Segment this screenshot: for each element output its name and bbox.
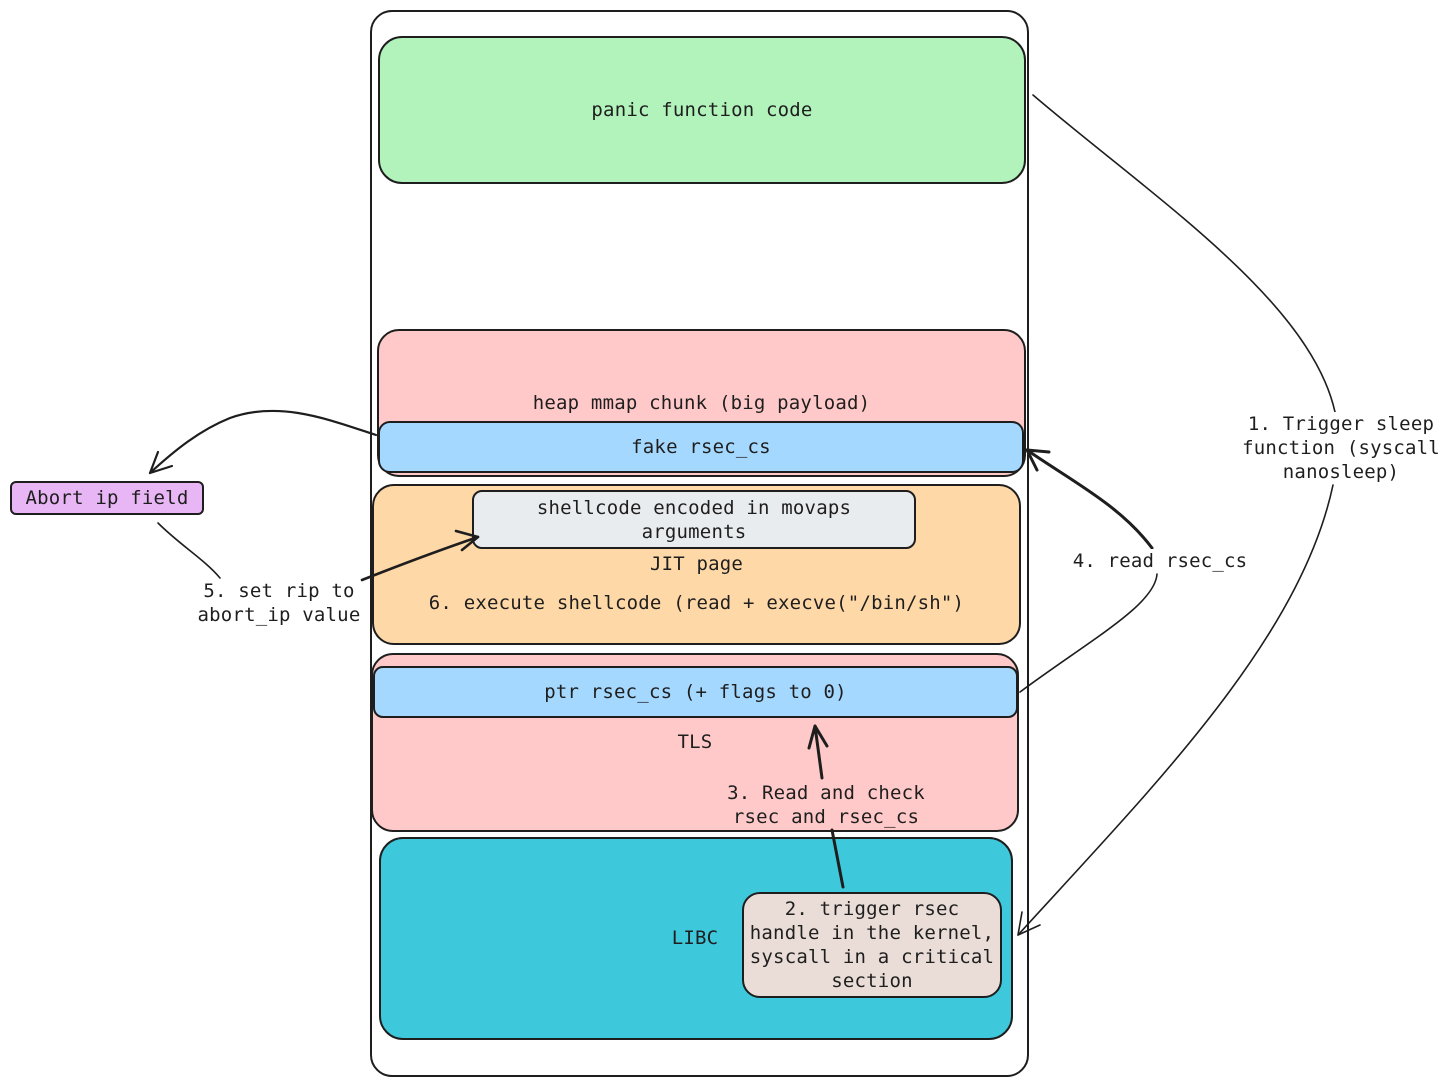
arrowhead-read-rsec-cs	[1025, 448, 1051, 472]
arrow-set-rip-upper	[157, 522, 221, 579]
shellcode-label: shellcode encoded in movaps arguments	[536, 497, 852, 543]
panic-function-block	[378, 36, 1026, 184]
arrow-read-rsec-cs-upper	[1025, 448, 1154, 550]
shellcode-block	[472, 490, 916, 549]
abort-ip-field-label: Abort ip field	[25, 487, 189, 509]
fake-rsec-cs-label: fake rsec_cs	[631, 436, 771, 458]
trigger-rsec-block	[742, 892, 1002, 998]
step-5-label: 5. set rip to abort_ip value	[197, 580, 361, 626]
arrow-trigger-sleep	[1032, 94, 1336, 413]
arrow-trigger-sleep-lower	[1017, 484, 1334, 936]
arrow-read-check-lower	[830, 828, 845, 889]
ptr-rsec-cs-block	[373, 666, 1018, 718]
step-4-label: 4. read rsec_cs	[1060, 549, 1260, 573]
arrow-to-abort-ip	[148, 409, 378, 475]
execute-shellcode-label: 6. execute shellcode (read + execve("/bi…	[428, 592, 965, 614]
panic-function-label: panic function code	[591, 99, 813, 121]
ptr-rsec-cs-label: ptr rsec_cs (+ flags to 0)	[544, 681, 847, 703]
step-3-label: 3. Read and check rsec and rsec_cs	[727, 782, 925, 828]
heap-mmap-label: heap mmap chunk (big payload)	[532, 392, 871, 414]
abort-ip-field-block	[10, 481, 204, 515]
arrow-read-check-upper	[813, 724, 824, 780]
arrowhead-execute-shellcode	[454, 529, 480, 552]
trigger-rsec-label: 2. trigger rsec handle in the kernel, sy…	[749, 898, 995, 992]
tls-label: TLS	[677, 731, 713, 753]
step-1-label: 1. Trigger sleep function (syscall nanos…	[1236, 412, 1446, 484]
libc-label: LIBC	[671, 927, 719, 949]
arrowhead-abort-ip	[148, 450, 174, 475]
arrowhead-read-check	[807, 724, 829, 750]
arrowhead-trigger-sleep	[1017, 911, 1041, 936]
arrow-read-rsec-cs-lower	[1019, 573, 1158, 693]
arrow-execute-shellcode	[360, 535, 480, 582]
jit-page-label: JIT page	[649, 553, 744, 575]
fake-rsec-cs-block	[378, 421, 1024, 473]
